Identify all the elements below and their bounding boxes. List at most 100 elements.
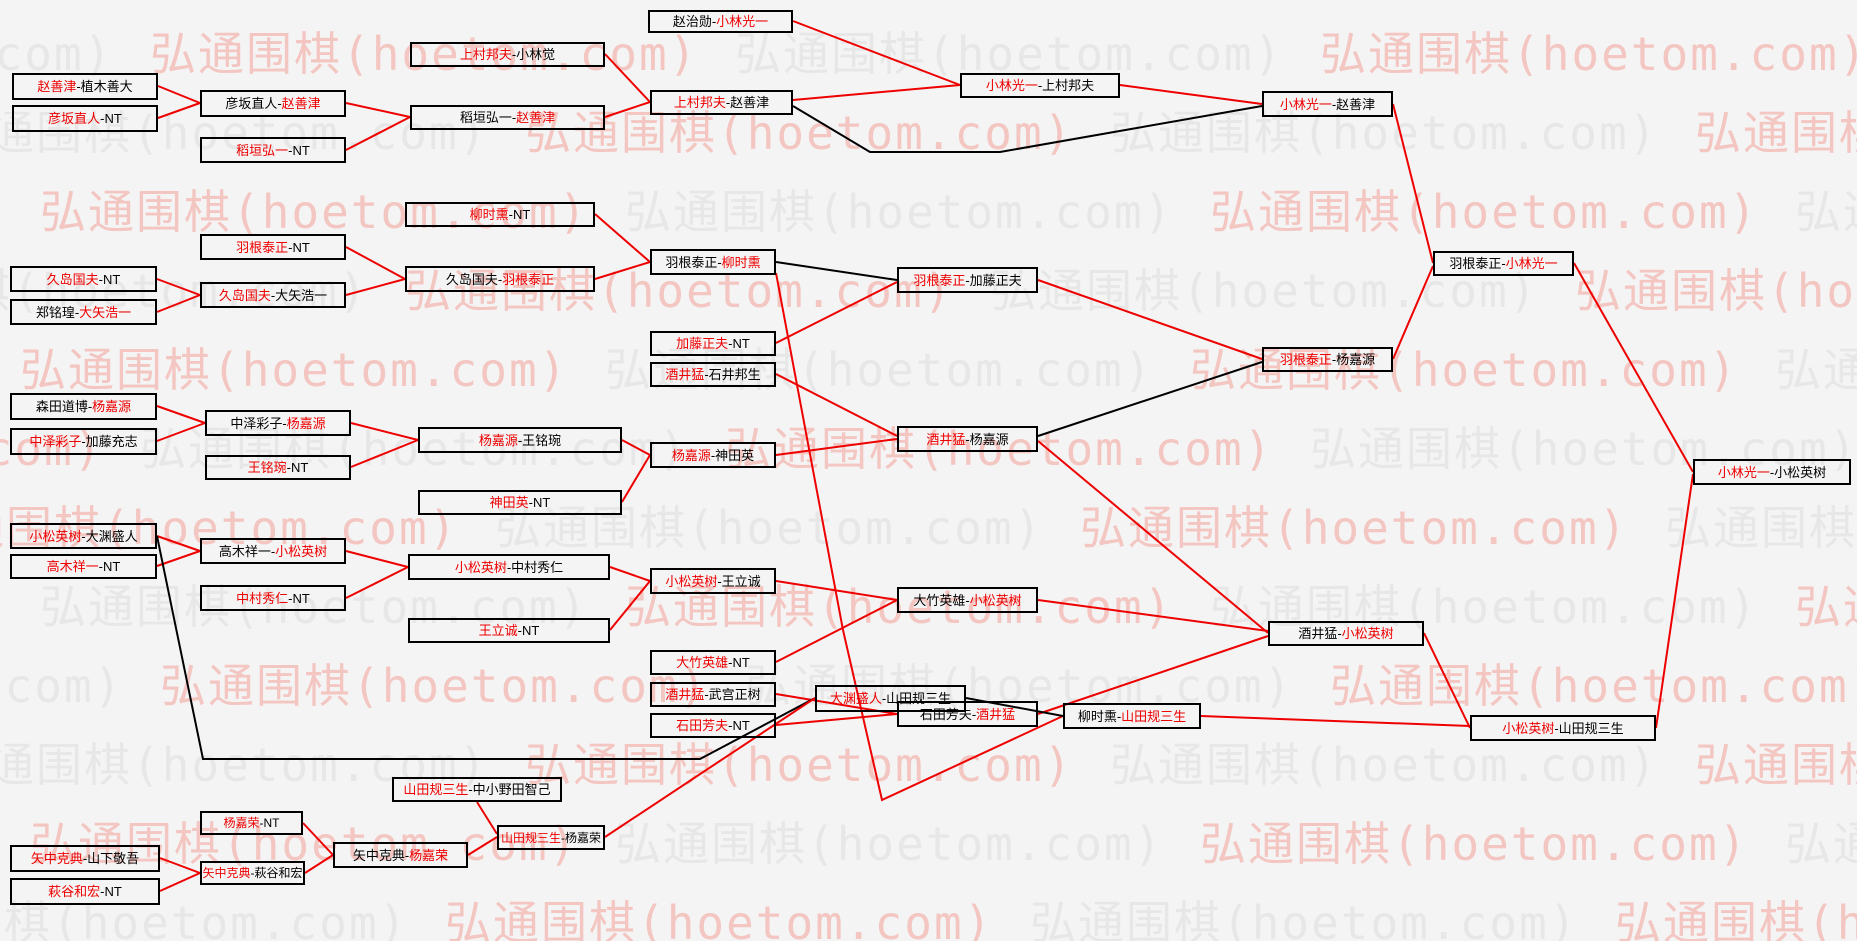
watermark-text: 弘通围棋(hoetom.com): [1785, 817, 1857, 871]
watermark-text: 弘通围棋(hoetom.com): [735, 27, 1284, 81]
watermark-text: 弘通围棋(hoetom.com): [40, 185, 589, 239]
match-box: 矢中克典-山下敬吾: [10, 845, 160, 872]
loser-name: -NT: [100, 111, 122, 126]
match-box: 高木祥一-小松英树: [200, 538, 346, 564]
match-box: 小松英树-王立诚: [650, 568, 776, 594]
watermark-text: 弘通围棋(hoetom.com): [605, 343, 1154, 397]
match-box: 神田英-NT: [418, 490, 622, 515]
watermark-text: 弘通围棋(hoetom.com): [615, 817, 1164, 871]
loser-name: -NT: [728, 718, 750, 733]
match-box: 小松英树-中村秀仁: [408, 554, 610, 580]
match-box: 羽根泰正-柳时熏: [650, 249, 776, 275]
winner-path-line: [775, 438, 898, 456]
winner-name: 王立诚: [478, 623, 518, 638]
winner-name: 小松英树: [454, 559, 507, 575]
winner-name: 山田规三生: [403, 782, 469, 797]
loser-name: -小松英树: [1769, 464, 1827, 480]
loser-name: 中泽彩子-: [230, 415, 287, 431]
loser-name: -NT: [259, 816, 280, 830]
loser-name: -NT: [98, 271, 121, 287]
winner-path-line: [156, 550, 201, 567]
match-box: 王立诚-NT: [408, 618, 610, 643]
winner-path-line: [345, 550, 409, 568]
loser-name: 久岛国夫-: [445, 271, 503, 287]
match-box: 中村秀仁-NT: [200, 585, 346, 611]
watermark-text: 弘通围棋(hoetom.com): [1210, 580, 1759, 634]
winner-path-line: [1200, 715, 1471, 727]
winner-path-line: [476, 801, 498, 835]
loser-name: 郑铭瑝-: [35, 304, 80, 320]
winner-path-line: [157, 102, 201, 119]
winner-name: 高木祥一: [46, 559, 99, 574]
loser-name: -中村秀仁: [506, 559, 564, 575]
winner-name: 石田芳夫: [676, 718, 729, 733]
loser-path-line: [156, 535, 816, 760]
loser-name: -王立诚: [717, 573, 761, 589]
loser-name: -石井邦生: [704, 367, 761, 382]
winner-name: 山田规三生: [500, 830, 561, 845]
winner-path-line: [775, 281, 898, 344]
winner-name: 酒井猛: [665, 687, 705, 702]
watermark-text: 弘通围棋(hoetom.com): [1330, 659, 1857, 713]
winner-path-line: [350, 422, 419, 441]
loser-name: -杨嘉源: [1331, 352, 1376, 367]
match-box: 大竹英雄-NT: [650, 650, 776, 675]
match-box: 久岛国夫-羽根泰正: [405, 266, 595, 292]
winner-path-line: [345, 566, 409, 599]
watermark-text: 弘通围棋(hoetom.com): [1795, 185, 1857, 239]
loser-name: -武宫正树: [704, 687, 761, 702]
match-box: 森田道博-杨嘉源: [10, 393, 157, 420]
watermark-text: 弘通围棋(hoetom.com): [1310, 422, 1857, 476]
loser-name: -王铭琬: [517, 432, 562, 448]
winner-name: 矢中克典: [202, 866, 251, 880]
winner-path-line: [604, 53, 651, 103]
match-box: 柳时熏-山田规三生: [1063, 703, 1201, 729]
loser-name: -NT: [508, 207, 531, 222]
winner-path-line: [1037, 440, 1269, 634]
loser-name: 稻垣弘一-: [459, 110, 517, 125]
match-box: 上村邦夫-小林觉: [410, 42, 605, 67]
winner-name: 赵善津: [37, 79, 77, 94]
winner-name: 神田英: [489, 495, 529, 510]
match-box: 酒井猛-小松英树: [1268, 621, 1424, 646]
winner-path-line: [609, 580, 651, 631]
winner-path-line: [1037, 279, 1263, 360]
match-box: 酒井猛-杨嘉源: [897, 426, 1038, 452]
loser-name: -上村邦夫: [1037, 78, 1095, 93]
loser-name: -NT: [100, 884, 122, 899]
winner-path-line: [345, 278, 406, 296]
winner-path-line: [1423, 632, 1471, 729]
winner-path-line: [775, 580, 898, 601]
match-box: 山田规三生-杨嘉荣: [497, 825, 605, 850]
match-box: 久岛国夫-大矢浩一: [200, 282, 346, 308]
match-box: 王铭琬-NT: [205, 455, 351, 480]
winner-name: 大渊盛人: [829, 691, 882, 706]
match-box: 小松英树-山田规三生: [1470, 715, 1656, 741]
winner-path-line: [594, 213, 651, 263]
winner-path-line: [621, 439, 651, 456]
winner-name: 羽根泰正: [913, 272, 966, 288]
winner-path-line: [1573, 262, 1694, 473]
loser-name: -小林觉: [511, 47, 556, 62]
winner-name: 萩谷和宏: [48, 884, 101, 899]
match-box: 石田芳夫-NT: [650, 713, 776, 738]
match-box: 柳时熏-NT: [405, 202, 595, 227]
watermark-text: 弘通围棋(hoetom.com): [40, 580, 589, 634]
winner-name: 山田规三生: [1121, 708, 1187, 724]
loser-name: -NT: [288, 590, 310, 606]
winner-name: 赵善津: [281, 96, 321, 111]
match-box: 杨嘉荣-NT: [200, 811, 303, 835]
loser-name: -加藤充志: [81, 434, 138, 449]
winner-name: 小林光一: [1717, 464, 1770, 480]
loser-path-line: [792, 105, 1263, 153]
winner-name: 小松英树: [665, 573, 718, 589]
match-box: 上村邦夫-赵善津: [650, 90, 793, 115]
winner-path-line: [775, 373, 898, 437]
loser-name: -NT: [728, 655, 750, 670]
winner-path-line: [345, 102, 411, 118]
loser-path-line: [775, 261, 898, 281]
loser-name: -NT: [288, 142, 310, 158]
loser-name: 酒井猛-: [1298, 626, 1342, 641]
watermark-text: 弘通围棋(hoetom.com): [1200, 817, 1749, 871]
